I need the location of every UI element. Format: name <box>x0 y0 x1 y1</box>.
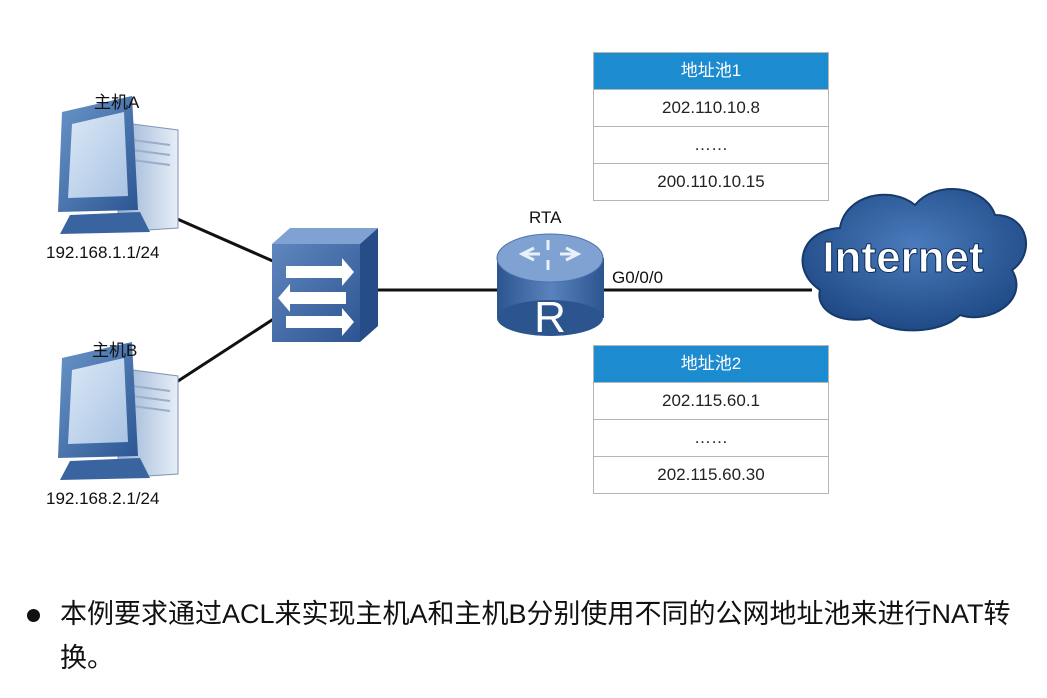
router-port: G0/0/0 <box>612 268 664 287</box>
host-b-name: 主机B <box>92 341 138 360</box>
pool-1-row: 202.110.10.8 <box>594 89 828 126</box>
internet-label: Internet <box>822 233 984 282</box>
address-pool-2-table: 地址池2 202.115.60.1 …… 202.115.60.30 <box>593 345 829 494</box>
router-icon: R <box>496 233 604 342</box>
description-text-block: 本例要求通过ACL来实现主机A和主机B分别使用不同的公网地址池来进行NAT转换。 <box>28 592 1038 680</box>
host-b-computer-icon <box>58 342 179 480</box>
link-hostB-switch <box>174 316 276 385</box>
host-b-ip: 192.168.2.1/24 <box>46 489 160 508</box>
host-a-name: 主机A <box>94 93 140 112</box>
router-glyph: R <box>534 293 566 342</box>
bullet-icon <box>27 609 40 622</box>
link-hostA-switch <box>174 216 276 264</box>
pool-2-row: 202.115.60.1 <box>594 382 828 419</box>
pool-1-title: 地址池1 <box>594 53 828 89</box>
host-a-ip: 192.168.1.1/24 <box>46 243 160 262</box>
pool-2-row: 202.115.60.30 <box>594 456 828 493</box>
switch-icon <box>272 228 378 342</box>
host-a-computer-icon <box>58 96 179 234</box>
address-pool-1-table: 地址池1 202.110.10.8 …… 200.110.10.15 <box>593 52 829 201</box>
description-text: 本例要求通过ACL来实现主机A和主机B分别使用不同的公网地址池来进行NAT转换。 <box>60 599 1011 673</box>
pool-2-row: …… <box>594 419 828 456</box>
pool-1-row: …… <box>594 126 828 163</box>
pool-1-row: 200.110.10.15 <box>594 163 828 200</box>
pool-2-title: 地址池2 <box>594 346 828 382</box>
internet-cloud-icon: Internet <box>801 188 1027 332</box>
router-name: RTA <box>529 208 562 227</box>
